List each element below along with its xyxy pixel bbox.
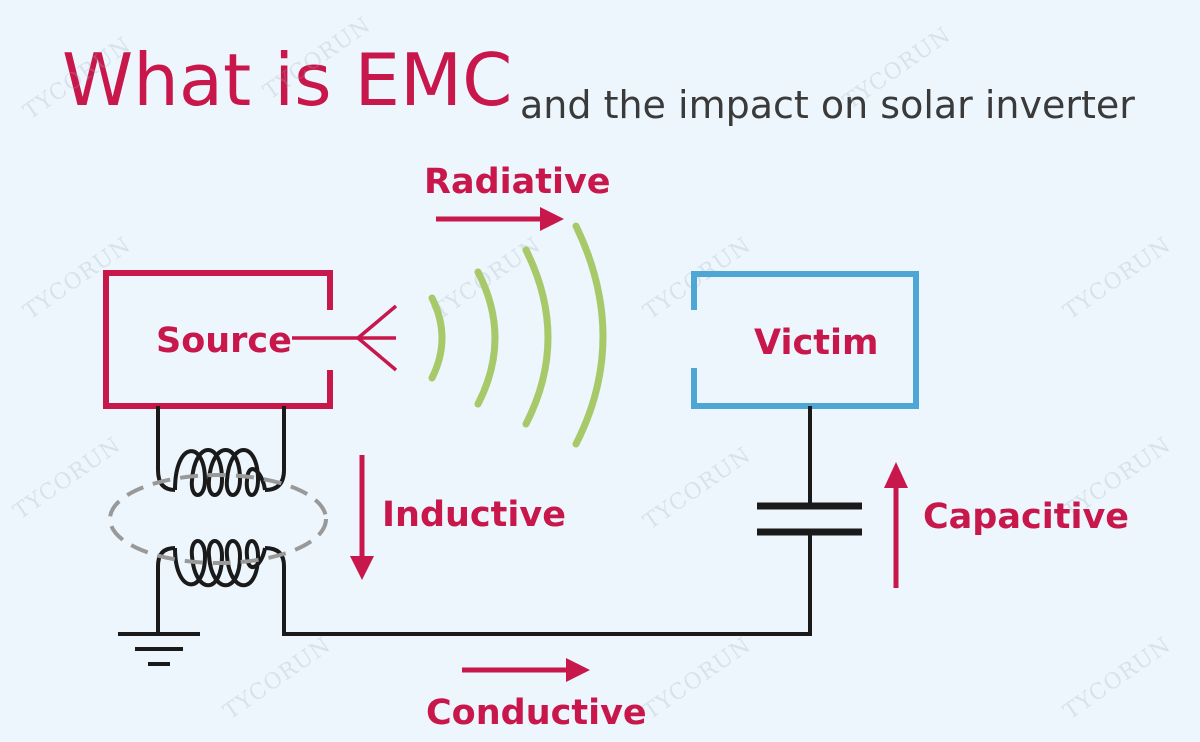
coil-bottom <box>173 539 267 588</box>
inductive-arrowhead <box>350 556 374 580</box>
page-subtitle: and the impact on solar inverter <box>520 83 1135 127</box>
wave-arc-2 <box>474 268 499 408</box>
watermark: TYCORUN <box>639 633 756 725</box>
capacitive-label: Capacitive <box>923 497 1129 537</box>
watermark: TYCORUN <box>1059 233 1176 325</box>
source-label: Source <box>156 321 292 361</box>
wave-arc-4 <box>572 222 607 448</box>
watermark-layer: TYCORUN TYCORUN TYCORUN TYCORUN TYCORUN … <box>9 13 1176 725</box>
watermark: TYCORUN <box>839 23 956 115</box>
watermark: TYCORUN <box>19 233 136 325</box>
capacitive-arrowhead <box>884 462 908 488</box>
watermark: TYCORUN <box>259 13 376 105</box>
wave-arc-1 <box>428 294 446 382</box>
radiative-label: Radiative <box>424 162 611 202</box>
watermark: TYCORUN <box>19 33 136 125</box>
coil-top <box>173 448 267 497</box>
radiative-arrowhead <box>540 207 564 231</box>
magnetic-coupling-ellipse <box>108 473 328 565</box>
ground-icon <box>118 632 200 666</box>
antenna-icon <box>292 304 398 372</box>
watermark: TYCORUN <box>639 233 756 325</box>
radiated-waves <box>428 222 607 448</box>
wave-arc-3 <box>522 246 552 428</box>
watermark: TYCORUN <box>9 433 126 525</box>
conductive-arrowhead <box>566 658 590 682</box>
capacitor-icon <box>757 406 862 536</box>
watermark: TYCORUN <box>639 443 756 535</box>
source-box <box>103 270 333 409</box>
page-title: What is EMC <box>62 38 513 122</box>
watermark: TYCORUN <box>429 233 546 325</box>
inductive-label: Inductive <box>382 495 566 535</box>
conductive-label: Conductive <box>426 693 647 733</box>
watermark: TYCORUN <box>219 633 336 725</box>
transformer <box>156 406 812 636</box>
victim-label: Victim <box>754 323 878 363</box>
victim-box <box>691 271 919 409</box>
watermark: TYCORUN <box>1059 633 1176 725</box>
